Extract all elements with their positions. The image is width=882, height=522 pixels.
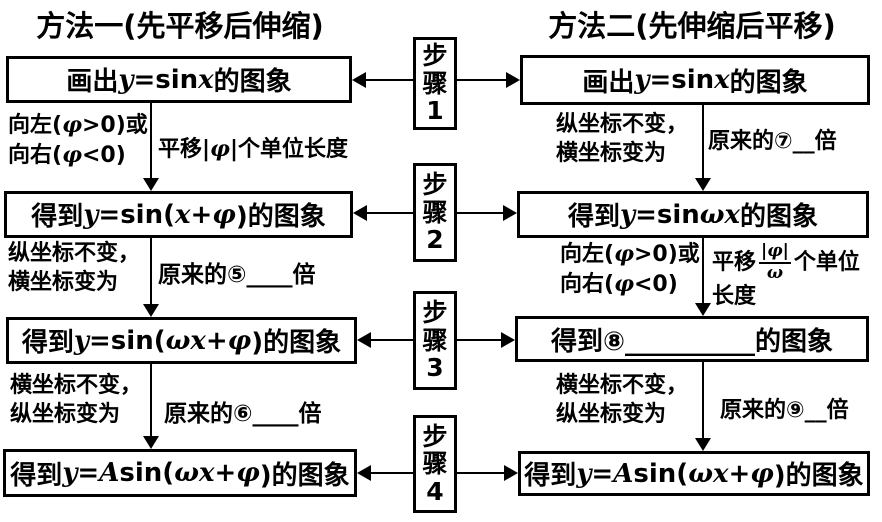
step-2-number: 2: [426, 225, 444, 255]
arrow-right-icon: [501, 332, 515, 348]
connector-line: [150, 362, 152, 437]
fraction-numerator: |φ|: [759, 242, 791, 264]
step-box-1: 步骤 1: [413, 37, 457, 130]
m2-transition2-shift-label: 平移 |φ| ω 个单位: [712, 242, 860, 283]
method1-title: 方法一(先平移后伸缩): [36, 9, 324, 43]
connector-line: [456, 212, 503, 214]
fraction-denominator: ω: [766, 262, 784, 283]
arrow-left-icon: [357, 465, 371, 481]
step-1-label: 步骤: [422, 41, 448, 98]
arrow-right-icon: [504, 465, 518, 481]
m1-transition2-axis-label: 纵坐标不变， 横坐标变为: [8, 241, 141, 295]
step-box-3: 步骤 3: [413, 291, 457, 390]
connector-line: [456, 79, 506, 81]
method2-box-3: 得到⑧__________的图象: [515, 316, 869, 362]
arrow-down-icon: [695, 438, 711, 451]
connector-line: [367, 212, 413, 214]
shift-suffix: 个单位: [793, 249, 860, 275]
method2-title: 方法二(先伸缩后平移): [548, 9, 836, 43]
connector-line: [371, 472, 413, 474]
connector-line: [702, 104, 704, 179]
arrow-down-icon: [695, 178, 711, 191]
connector-line: [456, 339, 501, 341]
m2-transition1-scale-label: 原来的⑦__倍: [708, 129, 837, 154]
m1-transition2-scale-label: 原来的⑤____倍: [158, 262, 316, 288]
connector-line: [702, 237, 704, 304]
m2-transition2-shift-label-line2: 长度: [712, 284, 757, 309]
connector-line: [456, 472, 504, 474]
arrow-left-icon: [357, 332, 371, 348]
arrow-left-icon: [353, 205, 367, 221]
arrow-down-icon: [143, 436, 159, 449]
step-1-number: 1: [426, 96, 444, 126]
arrow-down-icon: [695, 303, 711, 316]
m2-transition3-axis-label: 横坐标不变， 纵坐标变为: [556, 373, 689, 427]
step-4-number: 4: [426, 476, 444, 506]
connector-line: [371, 339, 413, 341]
arrow-down-icon: [143, 178, 159, 191]
arrow-down-icon: [143, 304, 159, 317]
step-3-number: 3: [426, 353, 444, 383]
step-box-2: 步骤 2: [413, 163, 457, 262]
m2-transition2-direction-label: 向左(φ>0)或 向右(φ<0): [560, 241, 700, 297]
connector-line: [150, 101, 152, 180]
step-4-label: 步骤: [422, 421, 448, 479]
arrow-right-icon: [503, 205, 517, 221]
connector-line: [702, 361, 704, 439]
step-box-4: 步骤 4: [413, 415, 457, 513]
m2-transition3-scale-label: 原来的⑨__倍: [720, 398, 849, 423]
m1-transition3-axis-label: 横坐标不变， 纵坐标变为: [10, 373, 143, 427]
step-2-label: 步骤: [422, 170, 448, 227]
step-3-label: 步骤: [422, 298, 448, 355]
connector-line: [150, 236, 152, 305]
m1-transition1-direction-label: 向左(φ>0)或 向右(φ<0): [8, 112, 148, 168]
m1-transition1-shift-label: 平移|φ|个单位长度: [158, 136, 348, 162]
fraction: |φ| ω: [759, 242, 791, 283]
m1-transition3-scale-label: 原来的⑥____倍: [164, 401, 322, 427]
connector-line: [366, 79, 413, 81]
arrow-left-icon: [352, 72, 366, 88]
arrow-right-icon: [506, 72, 520, 88]
m2-transition1-axis-label: 纵坐标不变， 横坐标变为: [556, 112, 689, 166]
shift-prefix: 平移: [712, 249, 757, 275]
